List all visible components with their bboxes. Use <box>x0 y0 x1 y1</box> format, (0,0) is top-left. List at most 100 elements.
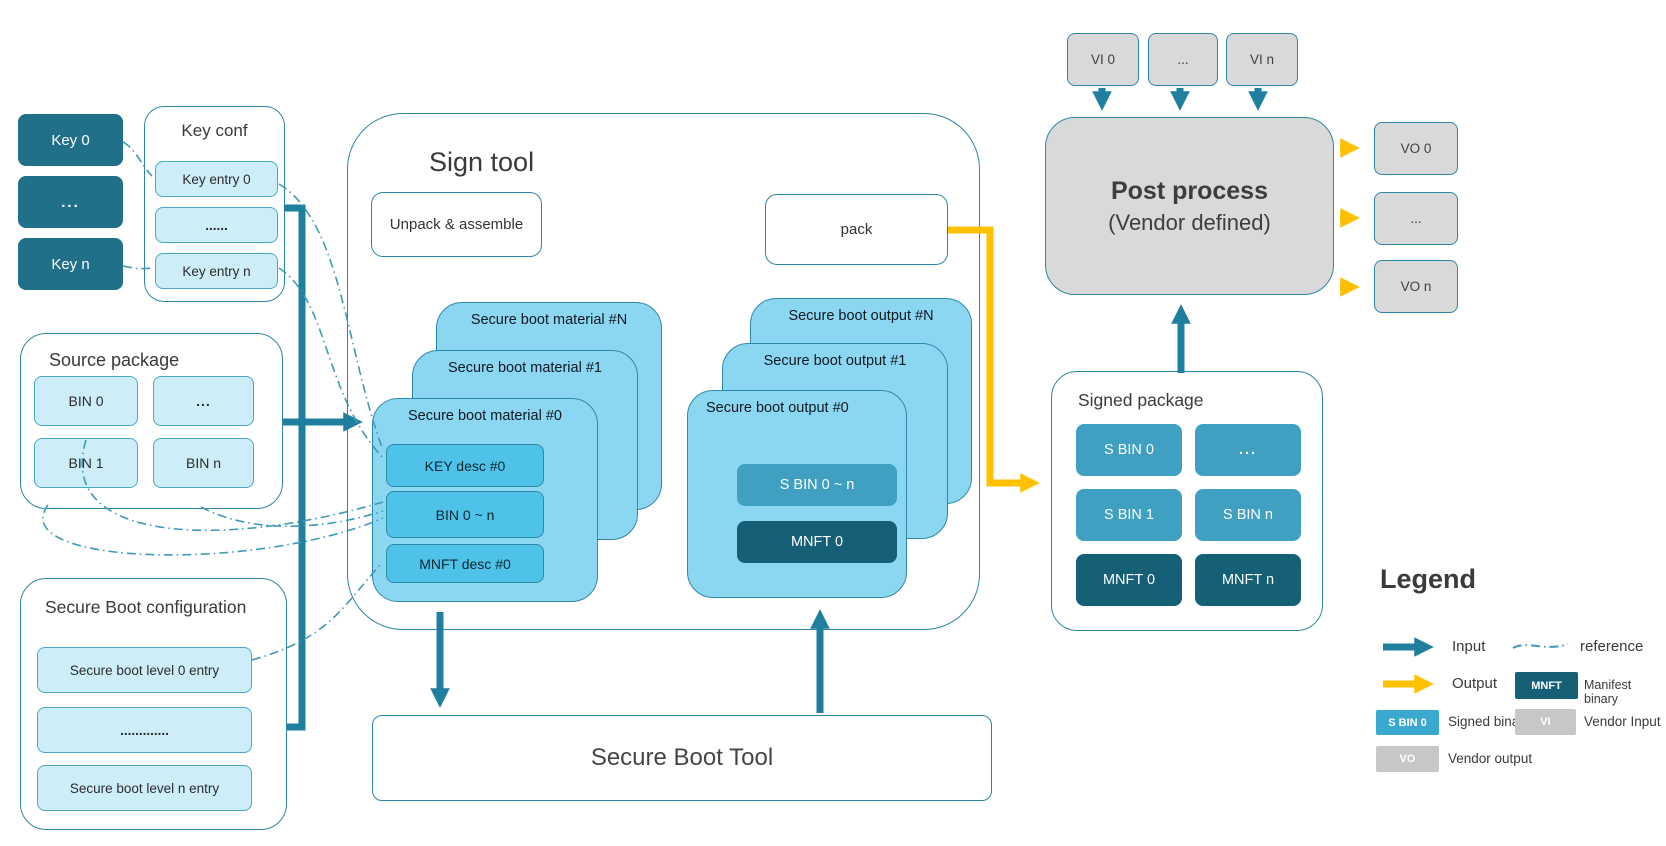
pack-box: pack <box>765 194 948 265</box>
bin-1-label: BIN 1 <box>68 455 104 471</box>
sp-sbin-n: S BIN n <box>1195 489 1301 541</box>
legend-vo-swatch-label: VO <box>1399 753 1416 765</box>
sp-ellipsis: ... <box>1195 424 1301 476</box>
legend-reference-sample <box>1512 643 1569 649</box>
key-entry-ellipsis: ...... <box>155 207 278 243</box>
output-card-0-title: Secure boot output #0 <box>706 400 849 416</box>
material-card-0: Secure boot material #0 KEY desc #0 BIN … <box>372 398 598 602</box>
legend-signed-label: Signed binary <box>1448 714 1531 729</box>
output-card-n-title: Secure boot output #N <box>788 308 934 324</box>
legend-vi-swatch: VI <box>1515 709 1576 735</box>
legend-manifest-swatch: MNFT <box>1515 672 1578 699</box>
legend-manifest-swatch-label: MNFT <box>1531 679 1562 692</box>
source-package-title: Source package <box>49 350 180 370</box>
vo-0-label: VO 0 <box>1400 141 1432 156</box>
secure-boot-tool-box: Secure Boot Tool <box>372 715 992 801</box>
legend-manifest-label: Manifest binary <box>1584 678 1632 706</box>
sign-tool-title: Sign tool <box>429 147 535 177</box>
pack-label: pack <box>840 221 873 238</box>
vi-0-box: VI 0 <box>1067 33 1139 86</box>
key-entry-n-label: Key entry n <box>182 263 251 279</box>
legend-vi-label: Vendor Input <box>1584 714 1661 729</box>
sp-sbin-0: S BIN 0 <box>1076 424 1182 476</box>
input-trunk <box>283 204 363 731</box>
boot-level-0-label: Secure boot level 0 entry <box>69 662 220 678</box>
bin-range-box: BIN 0 ~ n <box>386 491 544 538</box>
key-entry-n: Key entry n <box>155 253 278 289</box>
signed-package-title: Signed package <box>1078 390 1204 410</box>
vo-n-label: VO n <box>1400 279 1432 294</box>
boot-level-ellipsis-entry: ............. <box>37 707 252 753</box>
vo-ellipsis-box: ... <box>1374 192 1458 245</box>
key-entry-ellipsis-label: ...... <box>205 217 228 233</box>
bin-1-box: BIN 1 <box>34 438 138 488</box>
legend-signed-swatch: S BIN 0 <box>1376 710 1439 735</box>
key-desc-label: KEY desc #0 <box>424 457 506 474</box>
mnft-desc-label: MNFT desc #0 <box>419 555 511 572</box>
post-process-title: Post process <box>1110 176 1268 205</box>
key-conf-panel: Key conf Key entry 0 ...... Key entry n <box>144 106 285 302</box>
unpack-assemble-box: Unpack & assemble <box>371 192 542 257</box>
vi-ellipsis-box: ... <box>1148 33 1218 86</box>
mnft-0-output-box: MNFT 0 <box>737 521 897 563</box>
key-box-n-label: Key n <box>51 255 90 273</box>
secure-boot-tool-label: Secure Boot Tool <box>590 744 774 771</box>
signed-package-panel: Signed package S BIN 0 ... S BIN 1 S BIN… <box>1051 371 1323 631</box>
bin-0-box: BIN 0 <box>34 376 138 426</box>
sp-mnft-0-label: MNFT 0 <box>1102 572 1156 588</box>
key-desc-box: KEY desc #0 <box>386 444 544 487</box>
key-entry-0: Key entry 0 <box>155 161 278 197</box>
post-process-box: Post process (Vendor defined) <box>1045 117 1334 295</box>
sp-mnft-n-label: MNFT n <box>1221 572 1275 588</box>
source-package-panel: Source package BIN 0 ... BIN 1 BIN n <box>20 333 283 509</box>
material-card-n-title: Secure boot material #N <box>470 312 628 328</box>
legend-output-label: Output <box>1452 675 1498 692</box>
boot-level-ellipsis-label: ............. <box>120 722 169 738</box>
key-box-ellipsis-label: ... <box>61 193 80 211</box>
vi-n-box: VI n <box>1226 33 1298 86</box>
boot-level-n-label: Secure boot level n entry <box>69 780 220 796</box>
bin-n-label: BIN n <box>185 455 221 471</box>
secure-boot-config-panel: Secure Boot configuration Secure boot le… <box>20 578 287 830</box>
sp-mnft-0: MNFT 0 <box>1076 554 1182 606</box>
sp-sbin-n-label: S BIN n <box>1223 507 1273 523</box>
boot-level-0-entry: Secure boot level 0 entry <box>37 647 252 693</box>
sp-mnft-n: MNFT n <box>1195 554 1301 606</box>
bin-ellipsis-label: ... <box>196 393 211 409</box>
mnft-desc-box: MNFT desc #0 <box>386 544 544 583</box>
legend-input-label: Input <box>1452 638 1486 655</box>
bin-ellipsis-box: ... <box>153 376 254 426</box>
sp-sbin-1: S BIN 1 <box>1076 489 1182 541</box>
ref-bin1-to-binrange <box>42 504 384 556</box>
post-process-subtitle: (Vendor defined) <box>1108 209 1271 235</box>
vo-0-box: VO 0 <box>1374 122 1458 175</box>
material-card-0-title: Secure boot material #0 <box>408 408 562 424</box>
boot-level-n-entry: Secure boot level n entry <box>37 765 252 811</box>
bin-n-box: BIN n <box>153 438 254 488</box>
output-card-1-title: Secure boot output #1 <box>763 353 907 369</box>
legend-vo-label: Vendor output <box>1448 751 1533 766</box>
s-bin-range-box: S BIN 0 ~ n <box>737 464 897 506</box>
mnft-0-output-label: MNFT 0 <box>790 534 844 550</box>
unpack-assemble-label: Unpack & assemble <box>389 216 524 233</box>
legend-signed-swatch-label: S BIN 0 <box>1388 716 1427 729</box>
secure-boot-config-title: Secure Boot configuration <box>45 597 247 617</box>
legend-vo-swatch: VO <box>1376 746 1439 772</box>
legend-vi-swatch-label: VI <box>1540 716 1551 728</box>
key-box-0: Key 0 <box>18 114 123 166</box>
material-card-1-title: Secure boot material #1 <box>448 360 602 376</box>
vo-ellipsis-label: ... <box>1410 211 1422 226</box>
bin-range-label: BIN 0 ~ n <box>435 506 495 523</box>
legend-reference-label: reference <box>1580 638 1644 655</box>
output-card-0: Secure boot output #0 S BIN 0 ~ n MNFT 0 <box>687 390 907 598</box>
bin-0-label: BIN 0 <box>68 393 104 409</box>
key-conf-title: Key conf <box>181 121 248 140</box>
sp-ellipsis-label: ... <box>1238 442 1258 458</box>
key-box-ellipsis: ... <box>18 176 123 228</box>
legend-title: Legend <box>1380 564 1477 594</box>
vi-0-label: VI 0 <box>1090 52 1115 67</box>
s-bin-range-label: S BIN 0 ~ n <box>779 477 855 493</box>
key-entry-0-label: Key entry 0 <box>182 171 251 187</box>
sp-sbin-0-label: S BIN 0 <box>1104 442 1154 458</box>
